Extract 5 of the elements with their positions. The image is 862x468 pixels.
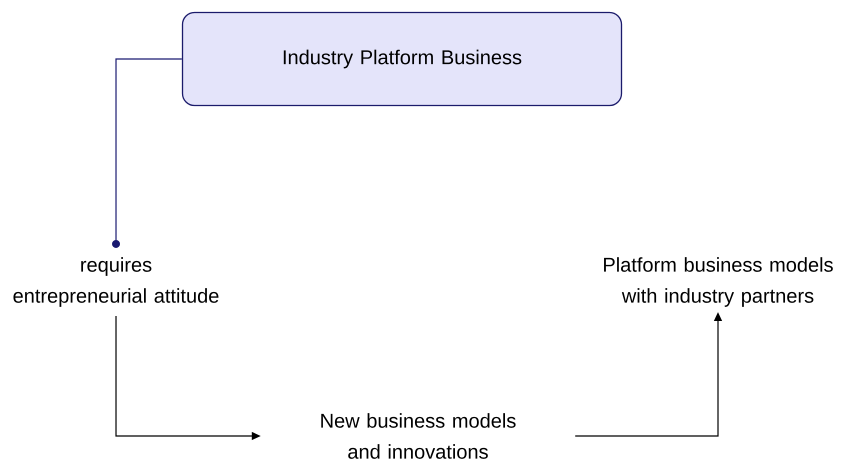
text-label: Platform business models with industry partners	[604, 257, 833, 307]
text-label: requires entrepreneurial attitude	[13, 257, 218, 307]
text-label: New business models and innovations	[321, 413, 516, 459]
connector-arrow	[112, 58, 182, 248]
process-box: Industry Platform Business	[182, 12, 622, 106]
